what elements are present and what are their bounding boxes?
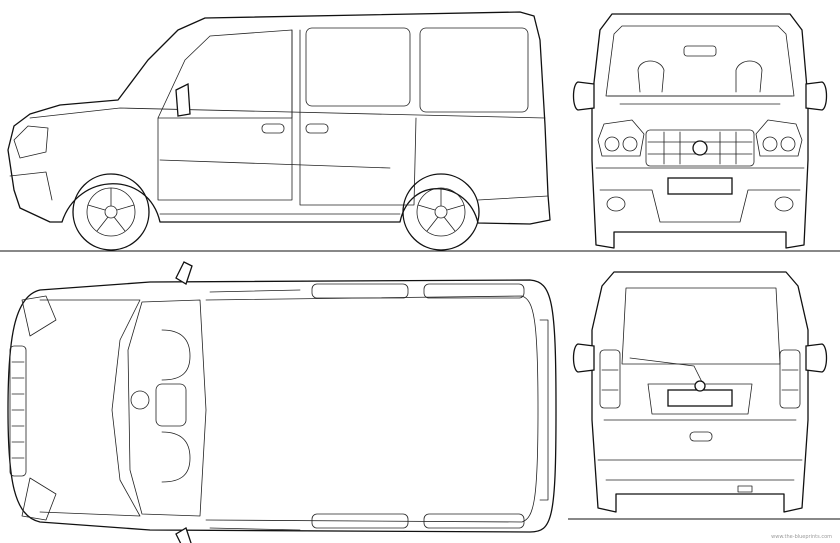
top-view <box>7 261 557 543</box>
top-left-headlight <box>21 295 57 337</box>
front-view <box>572 13 828 249</box>
top-grille-bars <box>11 361 25 459</box>
top-front-grille <box>9 345 27 477</box>
top-body-outline <box>7 279 557 533</box>
front-badge <box>692 140 708 156</box>
top-center-console <box>155 383 187 427</box>
side-front-bumper <box>9 171 53 201</box>
rear-right-mirror <box>805 343 828 373</box>
top-right-mirror <box>175 527 192 543</box>
front-grille <box>645 129 755 167</box>
side-rear-bumper <box>477 195 549 201</box>
credit-watermark: www.the-blueprints.com <box>771 534 832 540</box>
side-body-crease <box>159 159 391 169</box>
rear-body-outline <box>591 271 809 513</box>
rear-left-tail-light-segments <box>601 369 619 391</box>
front-left-lamp-inner <box>622 136 638 152</box>
rear-plate-recess <box>647 383 753 415</box>
front-left-seat <box>637 60 665 93</box>
rear-right-tail-light <box>779 349 801 409</box>
rear-license-plate <box>667 389 733 407</box>
top-right-headlight <box>21 477 57 521</box>
front-windshield <box>605 25 795 97</box>
top-roof-rail-left-rear <box>423 283 525 299</box>
top-right-seat <box>161 431 191 483</box>
side-middle-window <box>305 27 411 107</box>
side-body-outline <box>7 11 551 225</box>
rear-bumper <box>597 459 803 481</box>
side-headlight <box>13 125 49 159</box>
top-windshield <box>127 299 207 517</box>
rear-wiper <box>629 357 703 383</box>
top-roof-rail-right-front <box>311 513 409 529</box>
front-right-lamp <box>780 136 796 152</box>
front-interior-mirror <box>683 45 717 57</box>
side-rear-window <box>419 27 529 113</box>
front-right-headlight <box>755 119 803 157</box>
rear-left-tail-light <box>599 349 621 409</box>
front-bumper <box>595 167 805 223</box>
front-right-lamp-inner <box>762 136 778 152</box>
top-left-mirror <box>175 261 193 285</box>
front-right-fog-light <box>774 196 794 212</box>
rear-right-tail-light-segments <box>781 369 799 391</box>
front-right-seat <box>735 60 763 93</box>
side-mirror <box>175 82 191 117</box>
front-right-mirror <box>805 81 828 111</box>
side-door-cut-front <box>157 29 293 201</box>
side-front-door-handle <box>261 123 285 134</box>
rear-window <box>621 287 781 365</box>
top-hood <box>39 299 141 517</box>
side-door-cut-sliding <box>299 29 417 206</box>
side-belt-line <box>29 107 546 119</box>
rear-door-handle <box>689 431 713 442</box>
rear-exhaust <box>737 485 753 493</box>
rear-badge <box>694 380 706 392</box>
front-left-fog-light <box>606 196 626 212</box>
top-roof-panel <box>205 295 539 523</box>
rear-left-mirror <box>572 343 595 373</box>
top-sliding-door-track <box>209 289 301 531</box>
top-steering-wheel <box>130 390 150 410</box>
front-dashboard <box>607 95 793 105</box>
front-license-plate <box>667 177 733 195</box>
side-rear-wheel <box>402 173 480 251</box>
top-rear-edge <box>539 319 549 501</box>
side-front-wheel <box>72 173 150 251</box>
side-sliding-door-handle <box>305 123 329 134</box>
side-view <box>7 11 551 251</box>
front-body-outline <box>591 13 809 249</box>
top-left-seat <box>161 329 191 381</box>
front-left-headlight <box>597 119 645 157</box>
top-roof-rail-right-rear <box>423 513 525 529</box>
top-roof-rail-left-front <box>311 283 409 299</box>
side-front-window <box>157 29 293 119</box>
front-left-lamp <box>604 136 620 152</box>
front-left-mirror <box>572 81 595 111</box>
rear-view <box>572 271 828 513</box>
